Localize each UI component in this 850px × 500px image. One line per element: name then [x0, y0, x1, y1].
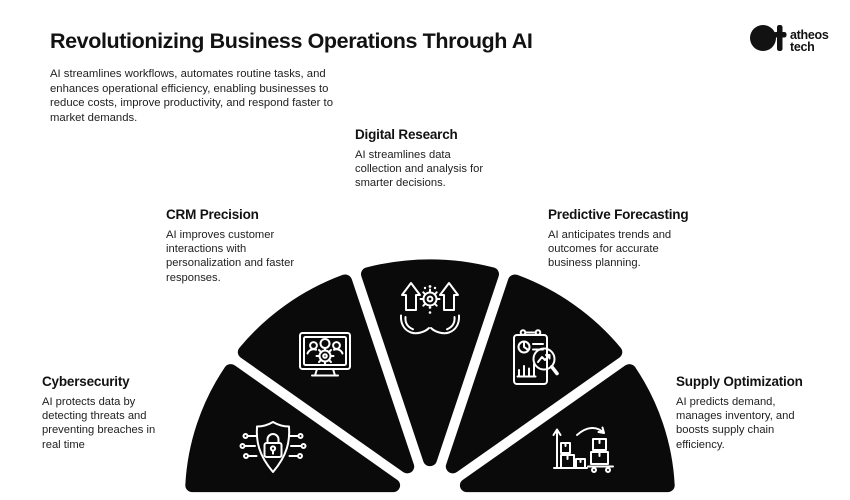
- section-predictive-forecasting: Predictive Forecasting AI anticipates tr…: [548, 207, 748, 271]
- wedge-digital-research: [361, 259, 499, 467]
- section-description: AI protects data by detecting threats an…: [42, 396, 156, 451]
- section-description: AI predicts demand, manages inventory, a…: [676, 396, 795, 451]
- intro-paragraph: AI streamlines workflows, automates rout…: [50, 68, 333, 124]
- report-magnifier-trend-icon: [513, 329, 559, 385]
- inventory-logistics-icon: [552, 426, 614, 473]
- brand-logo: atheos tech: [750, 25, 829, 54]
- at-monogram-icon: [750, 25, 787, 51]
- monitor-team-gear-icon: [299, 332, 351, 377]
- section-description: AI streamlines data collection and analy…: [355, 149, 484, 190]
- section-digital-research: Digital Research AI streamlines data col…: [355, 127, 555, 191]
- section-title: Cybersecurity: [42, 374, 130, 389]
- page-title: Revolutionizing Business Operations Thro…: [50, 29, 533, 53]
- logo-t-bar: [773, 32, 787, 38]
- hands-gear-growth-icon: [399, 282, 461, 335]
- brand-name-line2: tech: [790, 40, 815, 54]
- section-description: AI improves customer interactions with p…: [166, 229, 295, 284]
- section-title: CRM Precision: [166, 207, 259, 222]
- section-supply-optimization: Supply Optimization AI predicts demand, …: [676, 374, 836, 452]
- wedge-cybersecurity: [185, 364, 401, 493]
- wedge-crm-precision: [237, 274, 415, 474]
- section-title: Digital Research: [355, 127, 458, 142]
- section-description: AI anticipates trends and outcomes for a…: [548, 229, 672, 270]
- brand-name-line1: atheos: [790, 28, 829, 42]
- wedge-supply-optimization: [459, 364, 675, 493]
- logo-circle: [750, 25, 776, 51]
- logo-t-stem: [777, 25, 783, 51]
- section-crm-precision: CRM Precision AI improves customer inter…: [166, 207, 366, 285]
- section-title: Supply Optimization: [676, 374, 803, 389]
- shield-lock-circuit-icon: [239, 421, 307, 473]
- section-cybersecurity: Cybersecurity AI protects data by detect…: [42, 374, 212, 452]
- section-title: Predictive Forecasting: [548, 207, 689, 222]
